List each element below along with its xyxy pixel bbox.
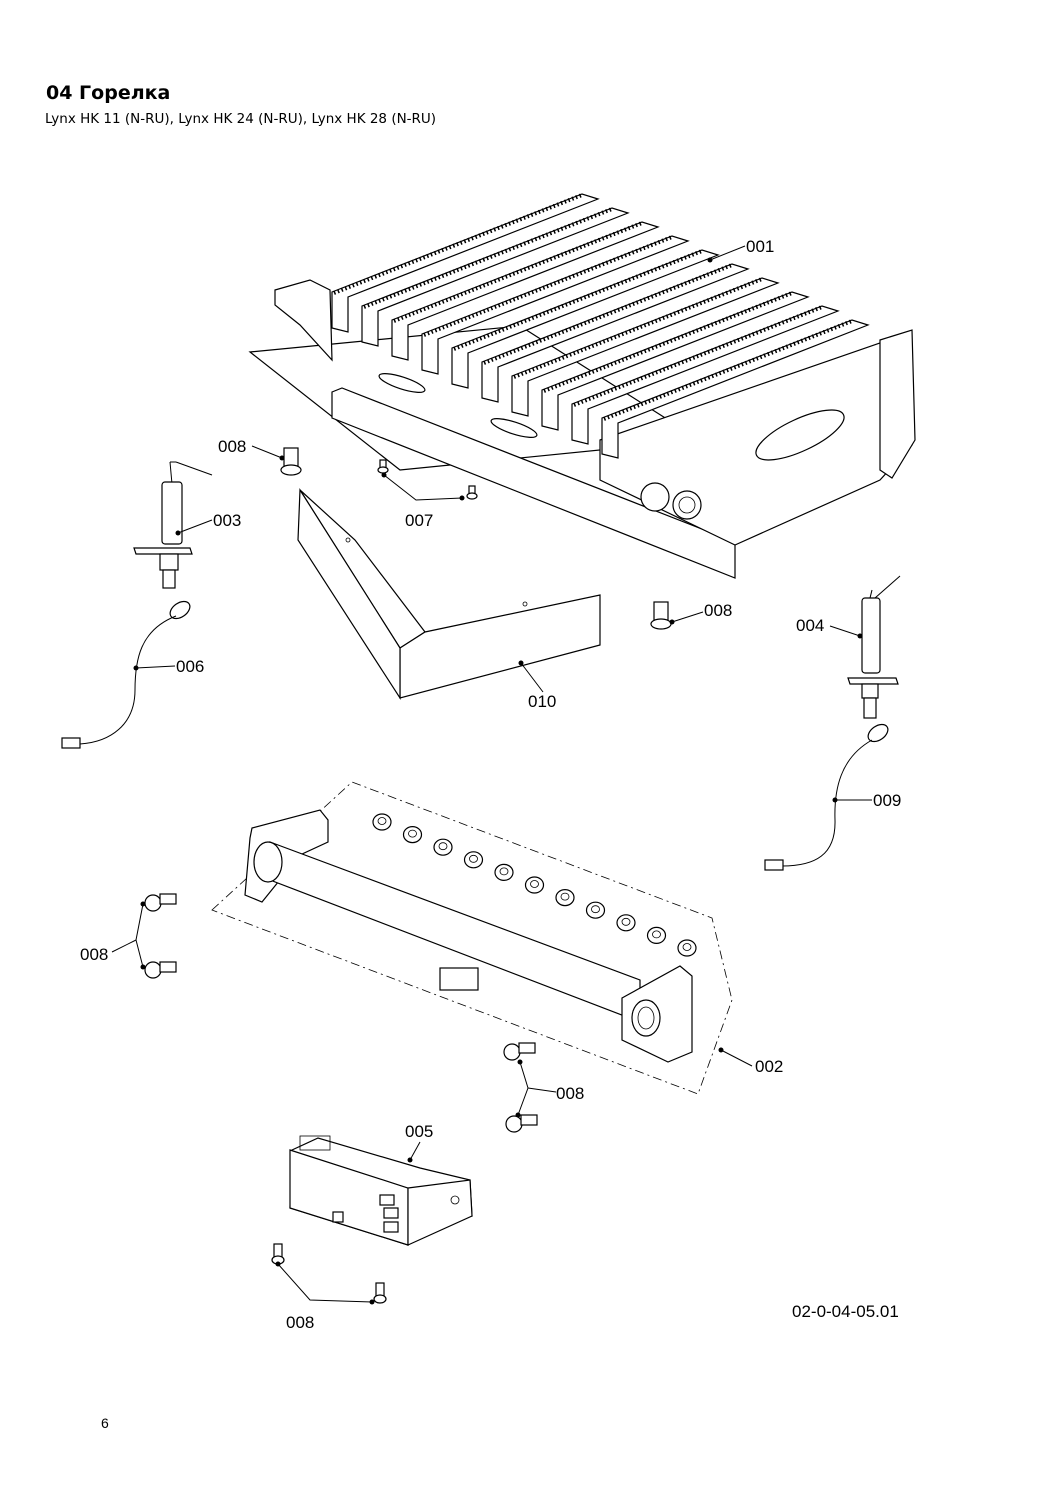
deflector-010 [297, 488, 601, 701]
callout-003: 003 [213, 511, 241, 530]
callout-labels: 001 002 003 004 005 006 007 008 008 008 … [80, 237, 901, 1332]
page-number: 6 [101, 1415, 109, 1431]
page-title: 04 Горелка [46, 82, 171, 104]
callout-002: 002 [755, 1057, 783, 1076]
callout-009: 009 [873, 791, 901, 810]
callout-008-right: 008 [704, 601, 732, 620]
callout-008-top-left: 008 [218, 437, 246, 456]
page-subtitle: Lynx HK 11 (N-RU), Lynx HK 24 (N-RU), Ly… [45, 111, 437, 127]
callout-007: 007 [405, 511, 433, 530]
gas-manifold-002 [211, 781, 733, 1095]
callout-005: 005 [405, 1122, 433, 1141]
document-code: 02-0-04-05.01 [792, 1302, 899, 1321]
ignition-unit-005 [289, 1135, 473, 1246]
callout-008-center: 008 [556, 1084, 584, 1103]
ignition-cable-006 [61, 600, 191, 749]
callout-001: 001 [746, 237, 774, 256]
ignition-electrode-004 [847, 575, 901, 719]
burner-assembly-001 [248, 193, 916, 579]
burner-strips [331, 193, 870, 459]
callout-006: 006 [176, 657, 204, 676]
screws [144, 447, 672, 1304]
callout-008-bottom: 008 [286, 1313, 314, 1332]
ignition-electrode-003 [133, 461, 213, 589]
callout-010: 010 [528, 692, 556, 711]
leader-lines [111, 245, 872, 1305]
callout-008-left: 008 [80, 945, 108, 964]
nozzles [372, 813, 697, 957]
ignition-cable-009 [764, 723, 889, 871]
callout-004: 004 [796, 616, 824, 635]
